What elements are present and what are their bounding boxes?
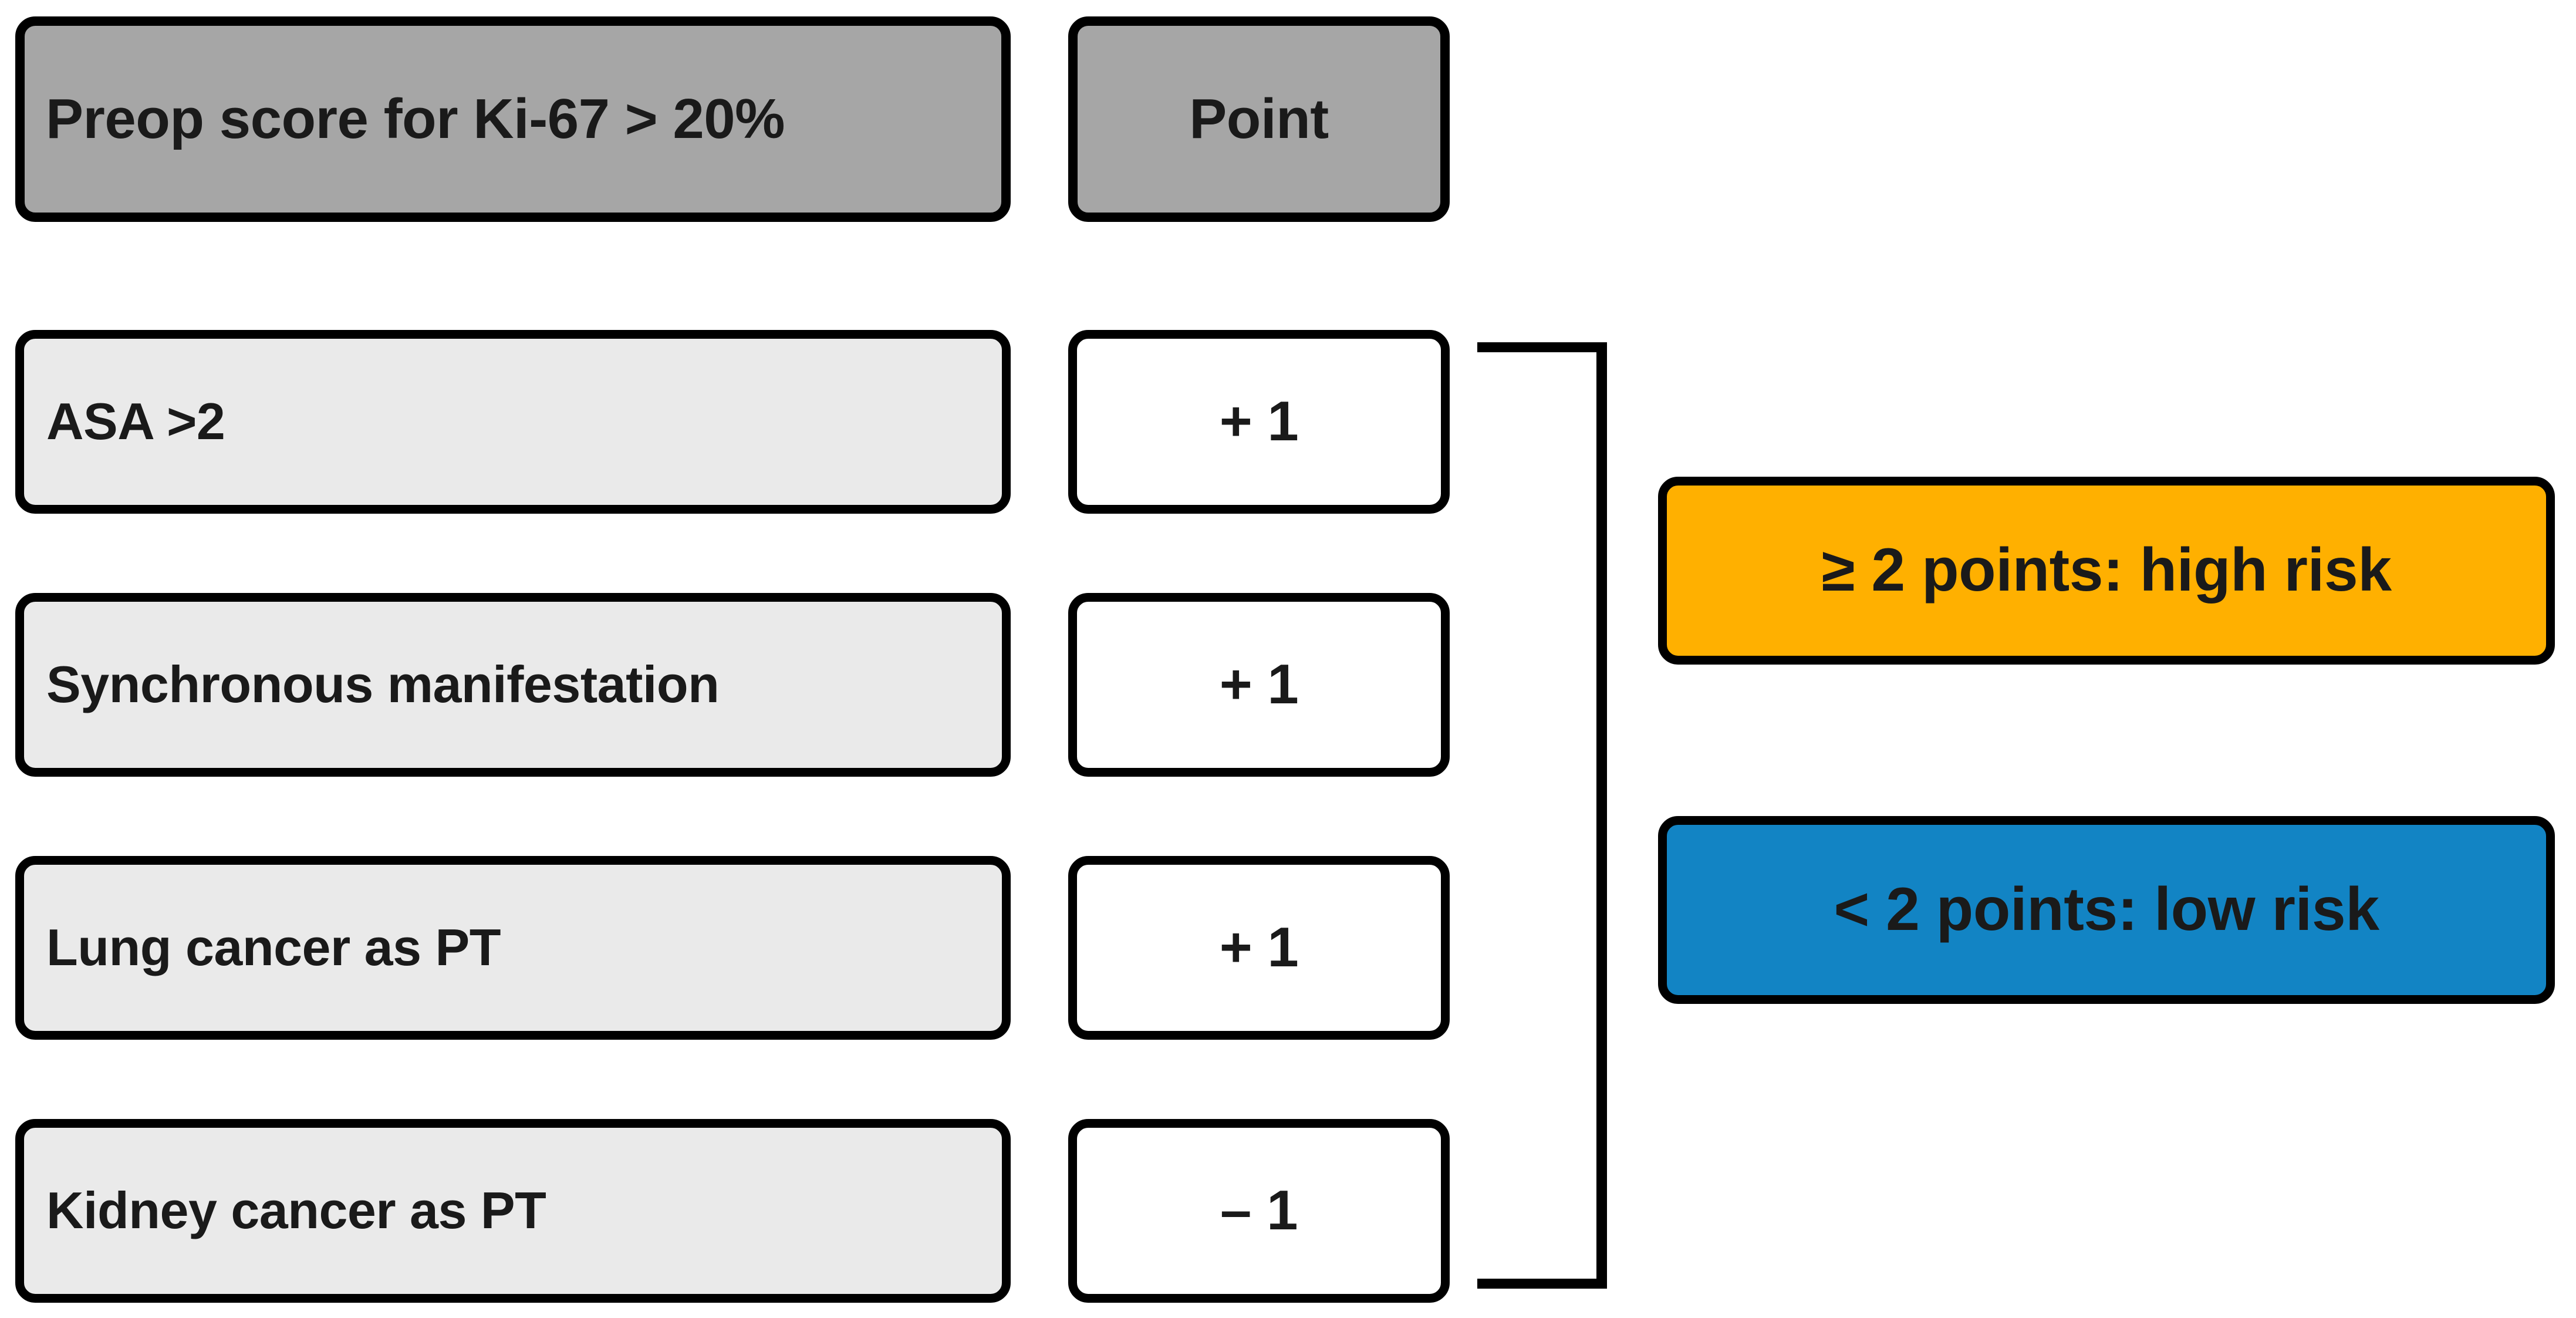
point-value: + 1 <box>1219 916 1299 979</box>
point-cell: + 1 <box>1068 593 1450 777</box>
header-criterion-cell: Preop score for Ki-67 > 20% <box>15 16 1011 222</box>
criterion-label: ASA >2 <box>46 392 225 451</box>
bracket-bottom-arm <box>1477 1279 1607 1289</box>
point-cell: + 1 <box>1068 330 1450 514</box>
high-risk-box: ≥ 2 points: high risk <box>1658 477 2555 665</box>
criterion-row: Synchronous manifestation <box>15 593 1011 777</box>
grouping-bracket <box>1477 342 1618 1289</box>
criterion-row: Lung cancer as PT <box>15 856 1011 1040</box>
point-cell: – 1 <box>1068 1119 1450 1303</box>
bracket-top-arm <box>1477 342 1607 352</box>
criterion-label: Lung cancer as PT <box>46 918 501 977</box>
point-cell: + 1 <box>1068 856 1450 1040</box>
criterion-label: Kidney cancer as PT <box>46 1181 546 1240</box>
header-criterion-label: Preop score for Ki-67 > 20% <box>46 87 785 150</box>
point-value: – 1 <box>1220 1179 1298 1242</box>
header-point-cell: Point <box>1068 16 1450 222</box>
bracket-spine <box>1596 342 1607 1289</box>
low-risk-box: < 2 points: low risk <box>1658 816 2555 1004</box>
point-value: + 1 <box>1219 390 1299 453</box>
header-point-label: Point <box>1189 87 1329 150</box>
high-risk-label: ≥ 2 points: high risk <box>1821 536 2392 605</box>
criterion-row: Kidney cancer as PT <box>15 1119 1011 1303</box>
criterion-row: ASA >2 <box>15 330 1011 514</box>
criterion-label: Synchronous manifestation <box>46 655 720 714</box>
low-risk-label: < 2 points: low risk <box>1834 875 2379 944</box>
point-value: + 1 <box>1219 653 1299 716</box>
